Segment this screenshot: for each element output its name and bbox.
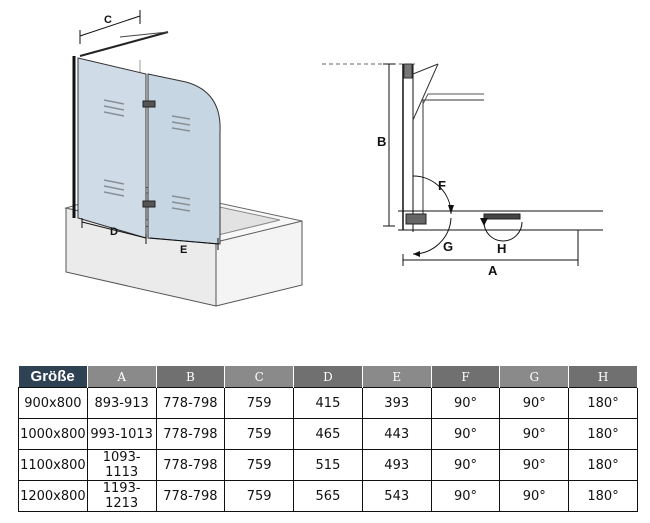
- size-specification-table: Größe A B C D E F G H 900x800 893-913 77…: [18, 366, 638, 512]
- label-b: B: [377, 134, 386, 149]
- label-a: A: [488, 263, 498, 278]
- cell-c: 759: [224, 480, 295, 512]
- table-row: 1000x800 993-1013 778-798 759 465 443 90…: [18, 418, 638, 450]
- glass-panel-fixed: [77, 57, 147, 239]
- shower-screen-illustration: [64, 10, 303, 307]
- label-h: H: [497, 241, 506, 256]
- cell-h: 180°: [568, 418, 638, 450]
- cell-f: 90°: [430, 480, 501, 512]
- cell-d: 515: [293, 449, 363, 481]
- table-row: 1200x800 1193-1213 778-798 759 565 543 9…: [18, 480, 638, 512]
- header-e: E: [362, 366, 432, 388]
- table-header-row: Größe A B C D E F G H: [18, 366, 638, 388]
- hinge-top: [142, 100, 156, 108]
- cell-d: 415: [293, 387, 363, 419]
- header-f: F: [431, 366, 501, 388]
- cell-g: 90°: [499, 418, 570, 450]
- cell-b: 778-798: [155, 418, 226, 450]
- cell-size: 1200x800: [18, 480, 88, 512]
- label-g: G: [443, 239, 453, 254]
- cell-size: 900x800: [18, 387, 88, 419]
- cell-g: 90°: [499, 480, 570, 512]
- table-row: 1100x800 1093-1113 778-798 759 515 493 9…: [18, 449, 638, 481]
- header-size: Größe: [18, 366, 88, 388]
- hinge-bottom: [142, 200, 156, 208]
- cell-c: 759: [224, 418, 295, 450]
- cell-b: 778-798: [155, 449, 226, 481]
- cell-e: 443: [361, 418, 432, 450]
- cell-size: 1100x800: [18, 449, 88, 481]
- header-a: A: [87, 366, 157, 388]
- label-d: D: [110, 226, 118, 238]
- cell-a: 1193-1213: [86, 480, 157, 512]
- cell-h: 180°: [568, 480, 638, 512]
- cell-e: 493: [361, 449, 432, 481]
- cell-f: 90°: [430, 387, 501, 419]
- header-b: B: [156, 366, 226, 388]
- plan-view-drawing: [322, 63, 603, 266]
- cell-e: 543: [361, 480, 432, 512]
- cell-d: 565: [293, 480, 363, 512]
- label-e: E: [180, 244, 187, 256]
- cell-a: 893-913: [86, 387, 157, 419]
- cell-h: 180°: [568, 387, 638, 419]
- cell-d: 465: [293, 418, 363, 450]
- cell-h: 180°: [568, 449, 638, 481]
- glass-panel-rounded: [147, 73, 221, 245]
- header-h: H: [568, 366, 638, 388]
- cell-a: 993-1013: [86, 418, 157, 450]
- cell-g: 90°: [499, 449, 570, 481]
- cell-b: 778-798: [155, 387, 226, 419]
- cell-f: 90°: [430, 449, 501, 481]
- cell-a: 1093-1113: [86, 449, 157, 481]
- header-c: C: [224, 366, 295, 388]
- table-row: 900x800 893-913 778-798 759 415 393 90° …: [18, 387, 638, 419]
- cell-g: 90°: [499, 387, 570, 419]
- cell-b: 778-798: [155, 480, 226, 512]
- cell-size: 1000x800: [18, 418, 88, 450]
- cell-e: 393: [361, 387, 432, 419]
- header-g: G: [499, 366, 570, 388]
- cell-c: 759: [224, 387, 295, 419]
- cell-c: 759: [224, 449, 295, 481]
- header-d: D: [293, 366, 363, 388]
- cell-f: 90°: [430, 418, 501, 450]
- technical-drawing: C D E B: [64, 10, 603, 307]
- label-f: F: [438, 178, 446, 193]
- label-c: C: [104, 14, 112, 26]
